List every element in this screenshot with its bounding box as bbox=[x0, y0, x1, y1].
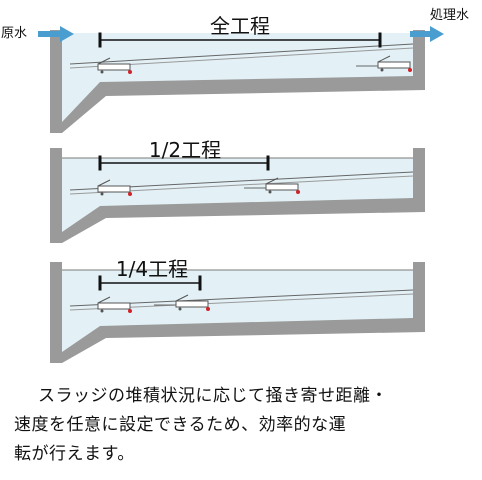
outlet-arrow bbox=[410, 26, 444, 42]
description-caption: スラッジの堆積状況に応じて掻き寄せ距離・ 速度を任意に設定できるため、効率的な運… bbox=[14, 382, 474, 469]
caption-line: 転が行えます。 bbox=[14, 444, 135, 464]
stroke-label: 1/4工程 bbox=[116, 257, 188, 281]
scraper-end bbox=[154, 294, 210, 311]
scraper-start bbox=[97, 296, 132, 313]
caption-line: スラッジの堆積状況に応じて掻き寄せ距離・ bbox=[38, 386, 388, 406]
tank-full-stroke: 全工程 原水 処理水 bbox=[1, 8, 469, 133]
inlet-arrow bbox=[38, 26, 74, 42]
sludge-collector-diagram: 全工程 原水 処理水 1/2工程 bbox=[1, 8, 469, 363]
stroke-label: 1/2工程 bbox=[149, 138, 221, 162]
stroke-label: 全工程 bbox=[210, 14, 270, 38]
outlet-label: 処理水 bbox=[430, 8, 469, 23]
inlet-label: 原水 bbox=[1, 26, 27, 41]
tank-quarter-stroke: 1/4工程 bbox=[50, 257, 425, 363]
caption-line: 速度を任意に設定できるため、効率的な運 bbox=[14, 415, 347, 435]
scraper-start bbox=[97, 179, 132, 196]
scraper-end bbox=[244, 177, 300, 194]
tank-half-stroke: 1/2工程 bbox=[50, 138, 425, 243]
tank-wall bbox=[50, 30, 425, 133]
scraper-start bbox=[97, 57, 132, 74]
tank-water bbox=[62, 33, 413, 122]
tank-water bbox=[62, 270, 413, 352]
scraper-end bbox=[356, 55, 412, 72]
tank-water bbox=[62, 158, 413, 232]
